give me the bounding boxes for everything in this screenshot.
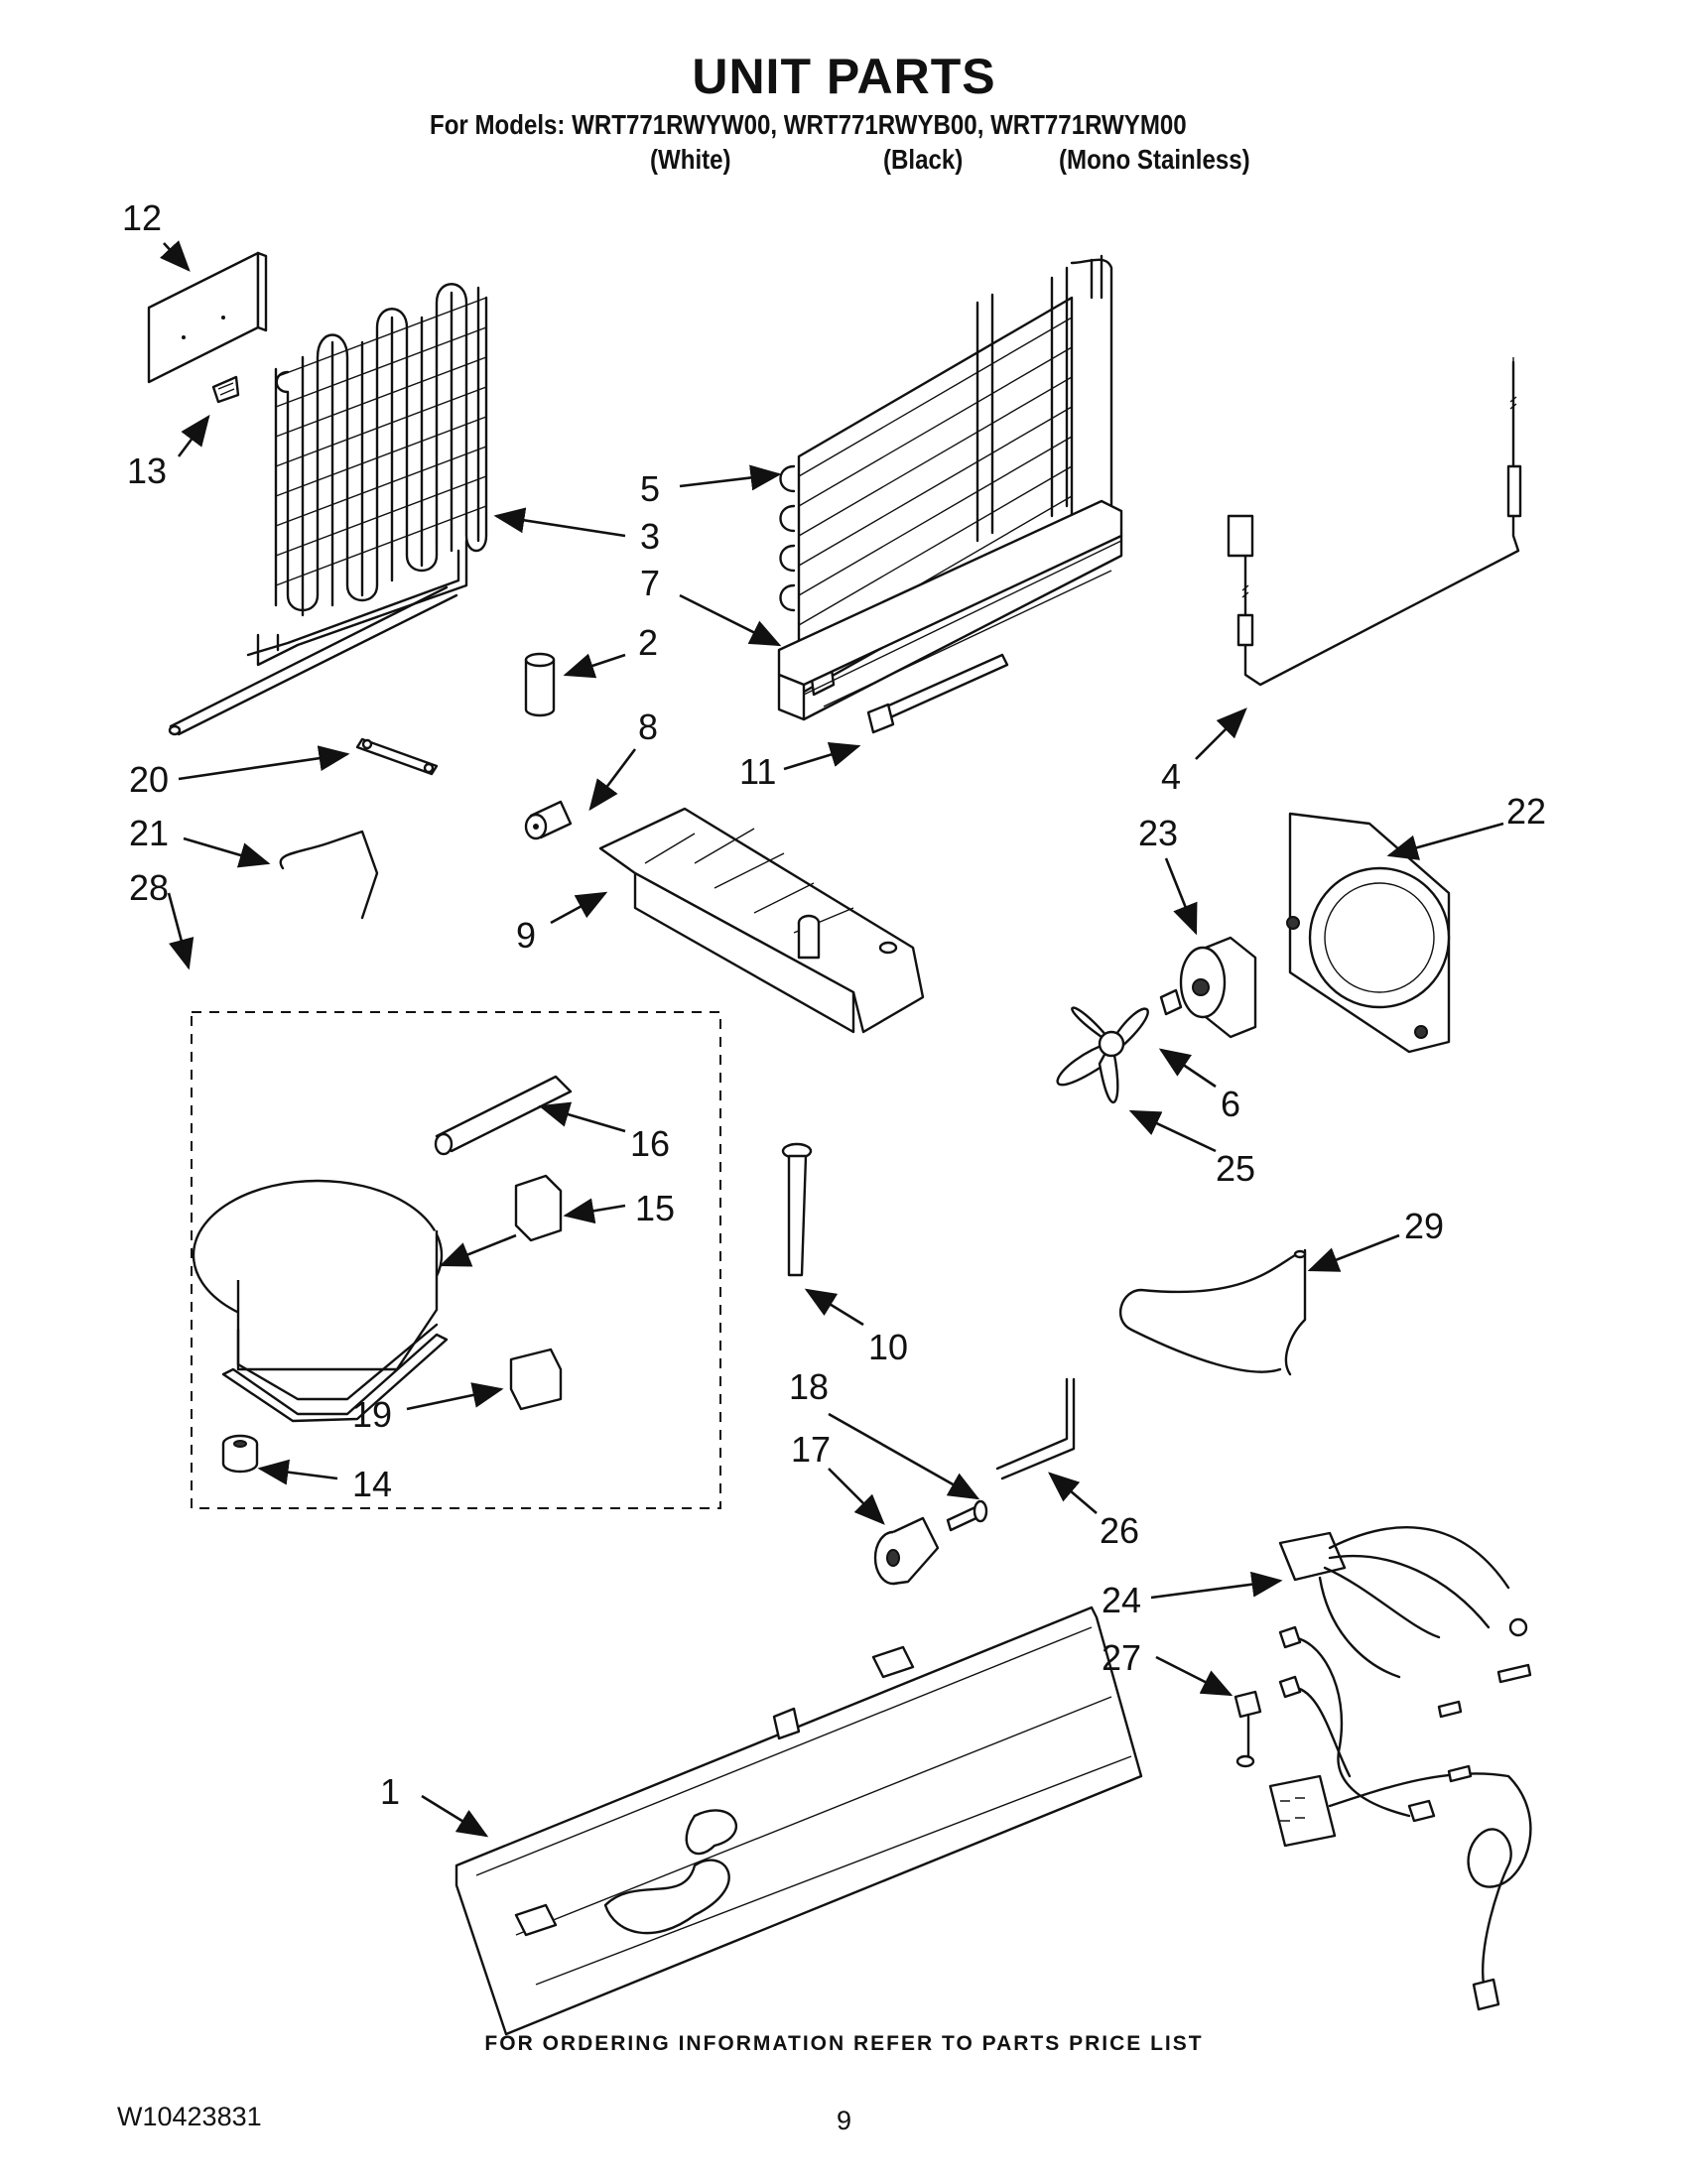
part-3-condenser bbox=[168, 283, 488, 736]
callout-14: 14 bbox=[352, 1464, 392, 1504]
part-20-strap bbox=[355, 737, 439, 776]
callout-4: 4 bbox=[1161, 756, 1181, 797]
part-2-capacitor bbox=[524, 652, 556, 717]
part-27-screw bbox=[1234, 1690, 1262, 1768]
callout-27: 27 bbox=[1102, 1637, 1141, 1678]
part-17-roller bbox=[873, 1516, 940, 1586]
part-6-25-fan-blade bbox=[1056, 988, 1183, 1104]
part-19-overload bbox=[509, 1348, 563, 1411]
callout-8: 8 bbox=[638, 707, 658, 747]
part-21-wire-clip bbox=[279, 830, 379, 920]
part-9-drain-pan bbox=[598, 807, 925, 1034]
compressor-kit-box bbox=[191, 1011, 721, 1509]
callout-3: 3 bbox=[640, 516, 660, 557]
variant-black: (Black) bbox=[883, 144, 964, 175]
callout-16: 16 bbox=[630, 1123, 670, 1164]
callout-19: 19 bbox=[352, 1394, 392, 1435]
part-10-tube bbox=[781, 1142, 813, 1277]
ordering-note: FOR ORDERING INFORMATION REFER TO PARTS … bbox=[484, 2032, 1204, 2055]
part-15-relay bbox=[514, 1174, 563, 1242]
callout-9: 9 bbox=[516, 915, 536, 956]
callout-labels: 12 13 3 5 7 2 8 11 4 20 21 28 9 22 23 6 … bbox=[122, 197, 1546, 1812]
callout-17: 17 bbox=[791, 1429, 831, 1470]
page-title: UNIT PARTS bbox=[692, 49, 996, 104]
callout-11: 11 bbox=[739, 751, 776, 792]
callout-23: 23 bbox=[1138, 813, 1178, 853]
part-4-sensor bbox=[1227, 357, 1522, 687]
callout-15: 15 bbox=[635, 1188, 675, 1228]
callout-5: 5 bbox=[640, 468, 660, 509]
callout-28: 28 bbox=[129, 867, 169, 908]
callout-29: 29 bbox=[1404, 1206, 1444, 1246]
document-number: W10423831 bbox=[117, 2102, 262, 2131]
models-line: For Models: WRT771RWYW00, WRT771RWYB00, … bbox=[430, 109, 1187, 140]
part-18-screw bbox=[946, 1499, 988, 1532]
callout-7: 7 bbox=[640, 563, 660, 603]
callout-20: 20 bbox=[129, 759, 169, 800]
part-29-drain-tube bbox=[1119, 1248, 1307, 1376]
part-7-drain-trough bbox=[777, 499, 1123, 721]
callout-13: 13 bbox=[127, 450, 167, 491]
compressor bbox=[192, 1179, 449, 1423]
callout-24: 24 bbox=[1102, 1580, 1141, 1620]
part-11-cable-tie bbox=[866, 653, 1009, 734]
callout-22: 22 bbox=[1506, 791, 1546, 832]
callout-6: 6 bbox=[1221, 1084, 1240, 1124]
callout-25: 25 bbox=[1216, 1148, 1255, 1189]
variant-mono-stainless: (Mono Stainless) bbox=[1059, 144, 1250, 175]
part-23-fan-motor bbox=[1179, 936, 1257, 1039]
part-14-grommet bbox=[221, 1434, 259, 1474]
part-12-bracket bbox=[147, 251, 268, 384]
callout-18: 18 bbox=[789, 1366, 829, 1407]
callout-1: 1 bbox=[380, 1771, 400, 1812]
callout-12: 12 bbox=[122, 197, 162, 238]
part-1-base-plate bbox=[454, 1606, 1143, 2036]
part-16-filter-drier bbox=[434, 1075, 573, 1156]
callout-2: 2 bbox=[638, 622, 658, 663]
part-13-clip bbox=[211, 375, 240, 404]
variant-white: (White) bbox=[650, 144, 731, 175]
callout-26: 26 bbox=[1100, 1510, 1139, 1551]
part-24-wire-harness bbox=[1268, 1526, 1532, 2011]
part-22-fan-shroud bbox=[1286, 812, 1451, 1054]
part-8-fitting bbox=[524, 800, 573, 840]
leader-lines bbox=[160, 240, 1504, 1838]
part-26-tube bbox=[995, 1377, 1076, 1480]
callout-21: 21 bbox=[129, 813, 169, 853]
page-number: 9 bbox=[837, 2106, 852, 2135]
callout-10: 10 bbox=[868, 1327, 908, 1367]
